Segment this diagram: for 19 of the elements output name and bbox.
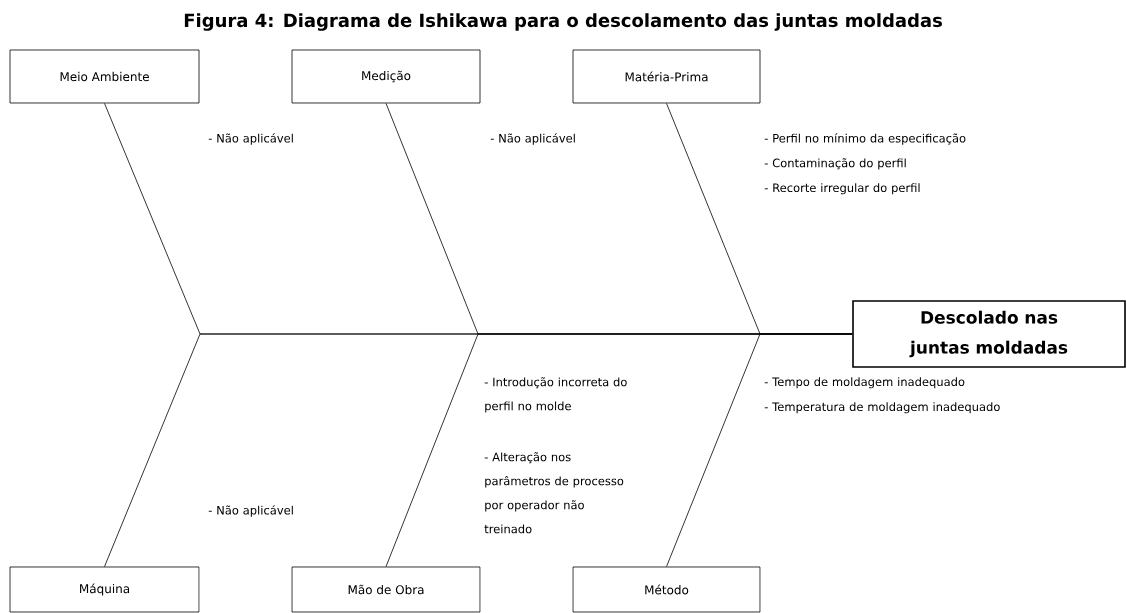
cause-text: - Não aplicável	[208, 505, 293, 517]
cause-text: - Alteração nos parâmetros de processo por operador não treinado	[484, 452, 624, 534]
title: Figura 4: Diagrama de Ishikawa para o descolamento das juntas moldadas	[184, 13, 942, 31]
cause-text: - Não aplicável	[208, 133, 293, 145]
category-box: Matéria-Prima	[572, 49, 761, 104]
category-box: Meio Ambiente	[9, 49, 200, 104]
effect-box: Descolado nas juntas moldadas	[852, 300, 1126, 368]
cause-text: - Temperatura de moldagem inadequado	[764, 402, 1000, 414]
cause-text: - Contaminação do perfil	[764, 158, 906, 170]
cause-text: - Tempo de moldagem inadequado	[764, 377, 965, 389]
category-box: Medição	[291, 49, 481, 104]
cause-text: - Perfil no mínimo da especificação	[764, 133, 966, 145]
category-box: Mão de Obra	[291, 566, 481, 613]
category-box: Método	[572, 566, 761, 613]
fishbone-line	[666, 333, 853, 567]
cause-text: - Recorte irregular do perfil	[764, 183, 920, 195]
cause-text: - Não aplicável	[490, 133, 575, 145]
cause-text: - Introdução incorreta do perfil no molde	[484, 377, 627, 413]
category-box: Máquina	[9, 566, 200, 613]
